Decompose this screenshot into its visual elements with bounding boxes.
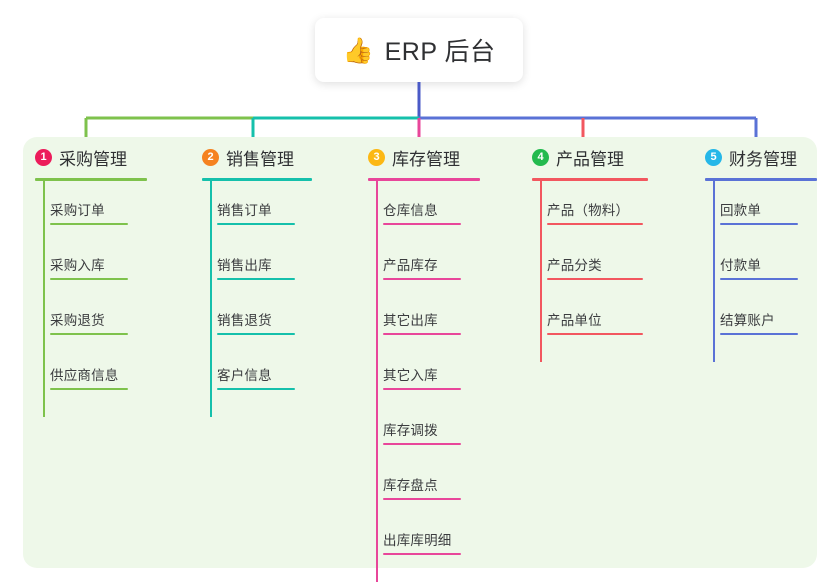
branch-item-rule — [217, 278, 295, 280]
branch-number-badge: 3 — [368, 149, 385, 166]
branch-title: 产品管理 — [556, 150, 624, 169]
branch-item-label: 采购退货 — [50, 313, 105, 328]
branch-item-label: 付款单 — [720, 258, 762, 273]
branch-header-rule — [202, 178, 312, 181]
branch-item-rule — [50, 333, 128, 335]
branch-title: 销售管理 — [226, 150, 294, 169]
branch-item[interactable]: 付款单 — [720, 225, 816, 280]
branch-item[interactable]: 客户信息 — [217, 335, 313, 390]
branch-item[interactable]: 产品分类 — [547, 225, 662, 280]
branch-header-rule — [705, 178, 817, 181]
branch-item-rule — [217, 333, 295, 335]
branch-item-rule — [383, 278, 461, 280]
branch-item-rule — [383, 443, 461, 445]
branch-spine — [540, 178, 542, 362]
branch-item-rule — [383, 223, 461, 225]
branch-item-rule — [383, 388, 461, 390]
branch-item[interactable]: 结算账户 — [720, 280, 816, 335]
branch-number-badge: 4 — [532, 149, 549, 166]
branches-panel: 1 采购管理采购订单采购入库采购退货供应商信息 2 销售管理销售订单销售出库销售退货客… — [23, 137, 817, 582]
branch-item-label: 销售退货 — [217, 313, 272, 328]
branch-item-rule — [50, 223, 128, 225]
branch-item[interactable]: 产品（物料） — [547, 170, 662, 225]
branch-header-rule — [532, 178, 648, 181]
branch-item[interactable]: 产品单位 — [547, 280, 662, 335]
branch-item[interactable]: 采购订单 — [50, 170, 146, 225]
thumbs-up-icon: 👍 — [342, 36, 374, 65]
branch-item-label: 销售出库 — [217, 258, 272, 273]
branch-item-label: 客户信息 — [217, 368, 272, 383]
branch-title: 财务管理 — [729, 150, 797, 169]
branch-item[interactable]: 库存盘点 — [383, 445, 479, 500]
branch-item-label: 其它出库 — [383, 313, 438, 328]
branch-header-4[interactable]: 4 产品管理 — [532, 145, 624, 170]
branch-item-label: 仓库信息 — [383, 203, 438, 218]
branch-item[interactable]: 出库库明细 — [383, 500, 479, 555]
root-node-erp-backend[interactable]: 👍 ERP 后台 — [315, 18, 523, 82]
branch-item[interactable]: 采购入库 — [50, 225, 146, 280]
branch-item-label: 产品分类 — [547, 258, 602, 273]
branch-item[interactable]: 销售退货 — [217, 280, 313, 335]
branch-header-2[interactable]: 2 销售管理 — [202, 145, 294, 170]
branch-header-1[interactable]: 1 采购管理 — [35, 145, 127, 170]
branch-item-rule — [720, 278, 798, 280]
branch-item-rule — [217, 388, 295, 390]
branch-item-rule — [217, 223, 295, 225]
branch-item[interactable]: 回款单 — [720, 170, 816, 225]
branch-item-rule — [383, 498, 461, 500]
branch-number-badge: 2 — [202, 149, 219, 166]
branch-item-rule — [547, 278, 643, 280]
branch-spine — [713, 178, 715, 362]
branch-item-label: 产品库存 — [383, 258, 438, 273]
branch-item[interactable]: 仓库信息 — [383, 170, 479, 225]
branch-item-label: 供应商信息 — [50, 368, 119, 383]
branch-item-rule — [50, 388, 128, 390]
branch-item-rule — [547, 333, 643, 335]
branch-item-rule — [383, 553, 461, 555]
branch-item-label: 结算账户 — [720, 313, 775, 328]
branch-spine — [43, 178, 45, 417]
branch-item[interactable]: 供应商信息 — [50, 335, 146, 390]
branch-item[interactable]: 采购退货 — [50, 280, 146, 335]
root-node-title: ERP 后台 — [384, 38, 496, 66]
branch-item-label: 出库库明细 — [383, 533, 452, 548]
branch-item[interactable]: 库存调拨 — [383, 390, 479, 445]
branch-number-badge: 5 — [705, 149, 722, 166]
branch-item[interactable]: 产品库存 — [383, 225, 479, 280]
branch-item[interactable]: 销售出库 — [217, 225, 313, 280]
branch-item-rule — [383, 333, 461, 335]
branch-header-rule — [368, 178, 480, 181]
branch-item-label: 销售订单 — [217, 203, 272, 218]
branch-title: 库存管理 — [392, 150, 460, 169]
branch-title: 采购管理 — [59, 150, 127, 169]
branch-item-label: 采购订单 — [50, 203, 105, 218]
branch-number-badge: 1 — [35, 149, 52, 166]
branch-spine — [376, 178, 378, 582]
branch-item-label: 产品（物料） — [547, 203, 630, 218]
branch-header-rule — [35, 178, 147, 181]
branch-header-3[interactable]: 3 库存管理 — [368, 145, 460, 170]
branch-item[interactable]: 其它入库 — [383, 335, 479, 390]
branch-item-rule — [547, 223, 643, 225]
branch-item-rule — [50, 278, 128, 280]
branch-item-label: 库存盘点 — [383, 478, 438, 493]
branch-item[interactable]: 其它出库 — [383, 280, 479, 335]
branch-item-label: 其它入库 — [383, 368, 438, 383]
branch-header-5[interactable]: 5 财务管理 — [705, 145, 797, 170]
branch-item-label: 产品单位 — [547, 313, 602, 328]
branch-item-rule — [720, 333, 798, 335]
branch-item-rule — [720, 223, 798, 225]
branch-item-label: 回款单 — [720, 203, 762, 218]
branch-spine — [210, 178, 212, 417]
branch-item[interactable]: 销售订单 — [217, 170, 313, 225]
branch-item-label: 库存调拨 — [383, 423, 438, 438]
branch-item-label: 采购入库 — [50, 258, 105, 273]
